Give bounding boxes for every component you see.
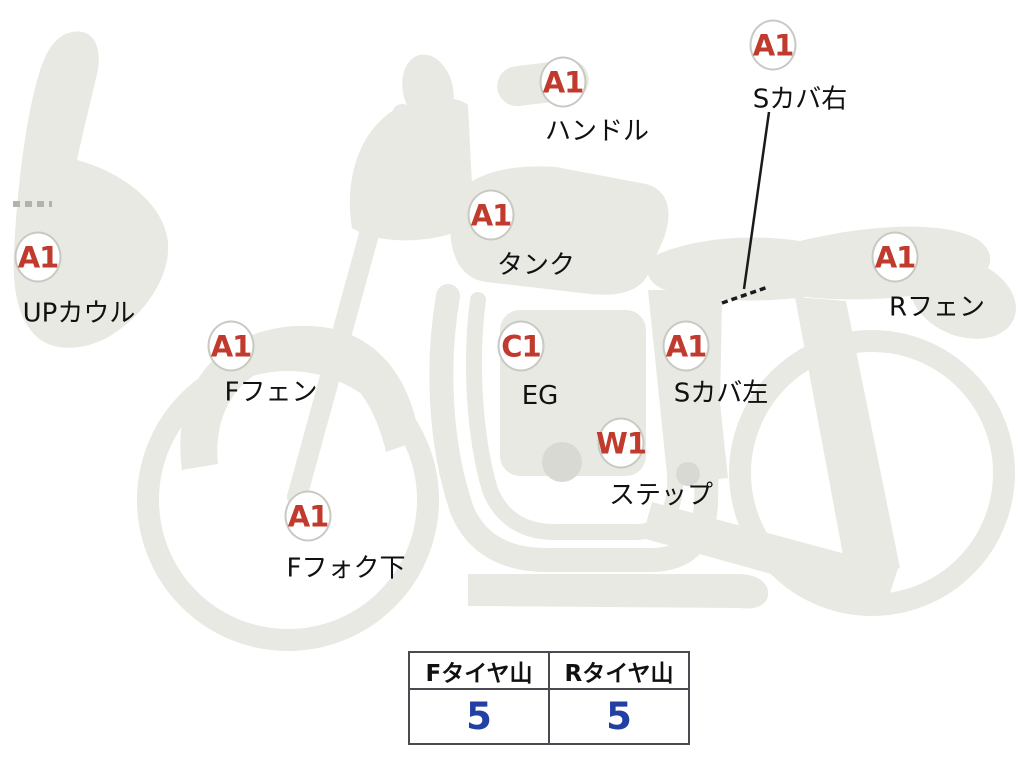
part-label: Rフェン (888, 292, 986, 323)
rear-fender (910, 257, 1016, 339)
part-label: EG (521, 381, 559, 411)
grade-badge: A1 (284, 490, 332, 542)
part-label: Sカバ左 (673, 378, 769, 409)
grade-badge: A1 (662, 320, 710, 372)
grade-badge: C1 (497, 320, 545, 372)
part-label: タンク (496, 250, 576, 281)
part-label: Sカバ右 (752, 84, 848, 115)
part-label: UPカウル (22, 298, 136, 329)
engine-detail (542, 442, 582, 482)
rear-tire-header: Rタイヤ山 (548, 651, 690, 690)
part-label: ステップ (608, 480, 714, 511)
grade-badge: A1 (871, 231, 919, 283)
grade-badge: A1 (14, 231, 62, 283)
swingarm (642, 502, 898, 606)
tire-tread-table: Fタイヤ山 Rタイヤ山 5 5 (408, 651, 690, 745)
handlebar (349, 98, 474, 241)
part-label: Fフォク下 (286, 553, 406, 584)
seat-mark-dashed-line (721, 285, 769, 305)
grade-badge: W1 (596, 417, 647, 469)
part-label: Fフェン (224, 377, 318, 408)
front-tire-header: Fタイヤ山 (408, 651, 550, 690)
grade-badge: A1 (207, 320, 255, 372)
front-tire-value: 5 (408, 688, 550, 745)
rear-frame (795, 297, 900, 582)
engine-detail-2 (676, 462, 700, 486)
grade-badge: A1 (467, 189, 515, 241)
rear-wheel (729, 330, 1015, 616)
exhaust (468, 574, 769, 609)
grade-badge: A1 (539, 56, 587, 108)
grade-badge: A1 (749, 19, 797, 71)
part-label: ハンドル (544, 116, 650, 147)
rear-tire-value: 5 (548, 688, 690, 745)
pointer-line-s-cover-right (742, 111, 771, 290)
